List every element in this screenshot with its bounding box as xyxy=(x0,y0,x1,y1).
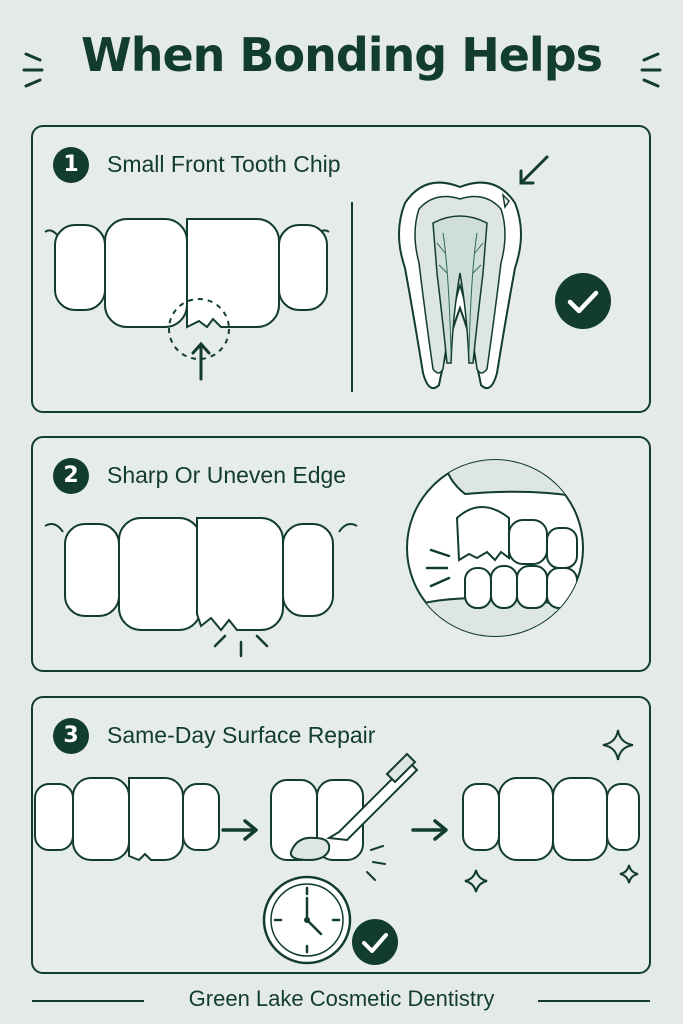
sparkle-icon-left xyxy=(464,869,488,893)
footer-rule-left xyxy=(32,1000,144,1002)
page-title: When Bonding Helps xyxy=(80,28,603,82)
sparkle-lines-icon xyxy=(366,845,386,881)
arrow-right-icon-2 xyxy=(411,819,448,841)
footer-brand: Green Lake Cosmetic Dentistry xyxy=(188,986,495,1011)
pointer-arrow-icon xyxy=(519,155,549,185)
brush-tool-icon xyxy=(325,752,419,842)
clock-icon xyxy=(262,875,352,965)
title-dashes-right xyxy=(640,52,662,88)
checkmark-icon-repair xyxy=(352,919,398,965)
step-number-1: 1 xyxy=(53,147,89,183)
chip-highlight-circle xyxy=(168,298,230,360)
step-heading-1: Small Front Tooth Chip xyxy=(107,151,341,177)
front-teeth-chip-illustration xyxy=(44,218,330,381)
step-number-2: 2 xyxy=(53,458,89,494)
tooth-cross-section-icon xyxy=(398,181,522,389)
before-teeth-illustration xyxy=(34,777,220,862)
step-heading-2: Sharp Or Uneven Edge xyxy=(107,462,347,488)
after-teeth-illustration xyxy=(462,777,640,861)
sparkle-icon-top xyxy=(602,729,634,761)
checkmark-icon xyxy=(555,273,611,329)
step-number-3: 3 xyxy=(53,718,89,754)
divider-line xyxy=(351,202,353,392)
step-heading-3: Same-Day Surface Repair xyxy=(107,722,376,748)
bonding-resin xyxy=(289,836,331,862)
uneven-edge-teeth-illustration xyxy=(44,517,358,658)
up-arrow-icon xyxy=(191,341,211,381)
card-sharp-edge: 2 Sharp Or Uneven Edge xyxy=(31,436,651,672)
arrow-right-icon-1 xyxy=(221,819,258,841)
sparkle-icon-right xyxy=(619,864,639,884)
card-same-day-repair: 3 Same-Day Surface Repair xyxy=(31,696,651,974)
card-small-chip: 1 Small Front Tooth Chip xyxy=(31,125,651,413)
sharp-burst-icon xyxy=(213,634,269,658)
bonding-application-illustration xyxy=(270,752,419,881)
impact-lines-icon xyxy=(425,548,451,588)
footer-rule-right xyxy=(538,1000,650,1002)
bite-closeup-circle xyxy=(406,459,584,637)
title-dashes-left xyxy=(22,52,44,88)
